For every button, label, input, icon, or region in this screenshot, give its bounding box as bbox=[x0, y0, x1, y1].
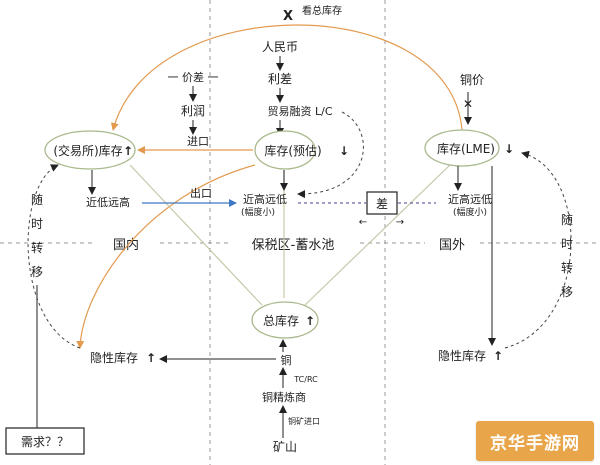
copper-price-label: 铜价 bbox=[460, 72, 484, 87]
export-label: 出口 bbox=[190, 186, 212, 200]
transfer-left-2: 转 bbox=[31, 240, 43, 255]
bonded-inventory: 库存(预估) bbox=[264, 143, 321, 158]
total-up-arrow: ↑ bbox=[305, 314, 315, 328]
demand-box bbox=[5, 427, 85, 455]
region-foreign: 国外 bbox=[439, 238, 465, 253]
watermark-logo: 京华手游网 bbox=[476, 421, 594, 461]
region-domestic: 国内 bbox=[113, 237, 139, 253]
near-high-far-low-right: 近高远低 bbox=[448, 192, 492, 206]
near-high-far-low: 近高远低 bbox=[243, 192, 287, 206]
hidden-left-up-arrow: ↑ bbox=[146, 351, 156, 365]
exchange-inventory: (交易所)库存 bbox=[53, 143, 122, 158]
trade-finance-label: 贸易融资 L/C bbox=[267, 105, 332, 118]
lc-dashed-curve bbox=[297, 111, 364, 199]
rmb-label: 人民币 bbox=[262, 40, 298, 54]
bonded-down-arrow: ↓ bbox=[339, 144, 349, 158]
hidden-inventory-right: 隐性库存 bbox=[438, 348, 486, 363]
tc-rc-label: TC/RC bbox=[293, 375, 318, 384]
region-foreign-bg bbox=[425, 234, 480, 254]
mine-label: 矿山 bbox=[273, 440, 297, 454]
arc-bonded-to-hidden bbox=[76, 164, 256, 349]
transfer-left-3: 移 bbox=[31, 265, 43, 279]
transfer-curve-right bbox=[504, 150, 572, 349]
bonded-ellipse bbox=[254, 130, 316, 170]
line-lme-total bbox=[304, 164, 451, 306]
transfer-curve-left bbox=[27, 164, 81, 349]
total-inventory: 总库存 bbox=[263, 313, 299, 328]
hidden-inventory-left: 隐性库存 bbox=[90, 350, 138, 365]
total-ellipse bbox=[251, 301, 319, 339]
exchange-ellipse bbox=[44, 130, 136, 170]
line-exchange-total bbox=[129, 164, 263, 306]
amplitude-small-right: (幅度小) bbox=[453, 206, 487, 218]
transfer-right-2: 转 bbox=[561, 260, 573, 275]
price-x-mark: ✕ bbox=[463, 97, 473, 111]
lme-down-arrow: ↓ bbox=[504, 142, 514, 156]
lme-ellipse bbox=[424, 129, 500, 167]
arc-label: 看总库存 bbox=[302, 4, 342, 17]
amplitude-small: (幅度小) bbox=[241, 206, 275, 218]
transfer-right-0: 随 bbox=[561, 212, 573, 227]
profit-label: 利润 bbox=[181, 104, 205, 118]
interest-diff-label: 利差 bbox=[268, 72, 292, 86]
ore-import-label: 铜矿进口 bbox=[288, 416, 320, 426]
transfer-left-0: 随 bbox=[31, 192, 43, 207]
transfer-right-1: 时 bbox=[561, 237, 573, 251]
transfer-right-3: 移 bbox=[561, 285, 573, 299]
demand-label: 需求？？ bbox=[21, 435, 69, 449]
hidden-right-up-arrow: ↑ bbox=[493, 349, 503, 363]
arc-lme-to-exchange bbox=[110, 24, 463, 131]
near-low-far-high: 近低远高 bbox=[86, 195, 130, 209]
smelter-label: 铜精炼商 bbox=[262, 390, 306, 404]
region-bonded: 保税区-蓄水池 bbox=[252, 238, 335, 253]
region-domestic-bg bbox=[96, 234, 156, 254]
lme-inventory: 库存(LME) bbox=[437, 141, 495, 156]
spread-box-label: 差 bbox=[376, 197, 388, 211]
transfer-left-1: 时 bbox=[31, 217, 43, 231]
exchange-up-arrow: ↑ bbox=[123, 144, 133, 158]
import-label: 进口 bbox=[187, 135, 209, 148]
region-bonded-bg bbox=[228, 234, 358, 254]
spread-box bbox=[366, 191, 398, 215]
spread-right-arrow: → bbox=[396, 217, 404, 228]
spread-left-arrow: ← bbox=[359, 217, 367, 228]
arc-x-mark: X bbox=[283, 9, 293, 24]
price-diff-label: 一 价差 一 bbox=[168, 70, 219, 84]
copper-label: 铜 bbox=[281, 353, 292, 367]
